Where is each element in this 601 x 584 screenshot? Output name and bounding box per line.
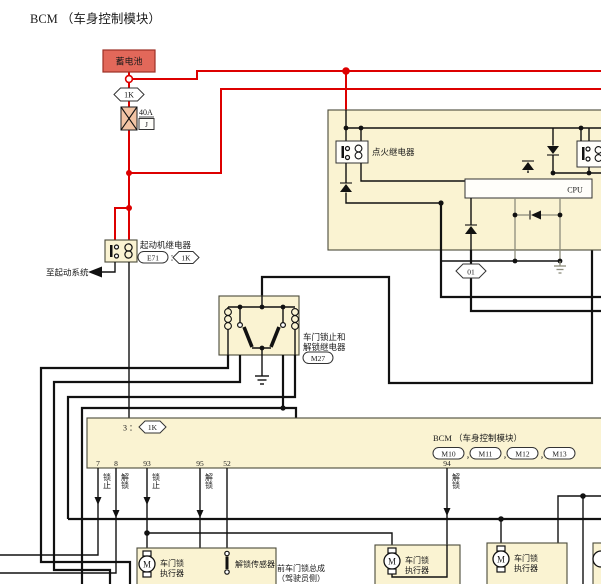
door-lock-relay-label1: 车门锁止和 (303, 332, 346, 342)
door-lock-actuator-4-clipped (592, 542, 601, 584)
bcm-pin-52: 52 (223, 459, 231, 468)
bcm-connector-m11: M11 (479, 450, 493, 459)
bcm-connector-m12: M12 (515, 450, 529, 459)
actuator-label-line1: 车门锁 (160, 558, 184, 568)
wire-label-pin95: 解锁 (205, 472, 214, 490)
motor-letter: M (143, 560, 151, 570)
bcm-pin-94: 94 (443, 459, 451, 468)
internal-box-outputs: 01 (439, 203, 601, 313)
m27-ground (255, 355, 269, 385)
wire-label-pin8: 解锁 (121, 472, 130, 490)
unlock-sensor-label: 解锁传感器 (235, 559, 275, 569)
actuator-label-line1: 车门锁 (514, 553, 538, 563)
bcm-box-title: BCM （车身控制模块） (433, 433, 522, 443)
to-starting-system-label: 至起动系统 (46, 268, 89, 278)
starter-relay-label: 起动机继电器 (140, 240, 192, 250)
door-lock-actuator-2: M 车门锁 执行器 (374, 544, 461, 584)
door-lock-actuator-3: M 车门锁 执行器 (486, 542, 568, 584)
battery: 蓄电池 (102, 49, 156, 73)
page-title: BCM （车身控制模块） (30, 11, 161, 26)
bcm-pin3-label: 3 ： (123, 424, 137, 433)
connector-1k-top-label: 1K (124, 91, 134, 100)
bcm-connector-m10: M10 (441, 450, 455, 459)
battery-power-wires (114, 67, 601, 240)
door-lock-relay-label2: 解锁继电器 (303, 342, 346, 352)
wire-label-pin93: 锁止 (152, 472, 161, 489)
motor-letter: M (497, 555, 505, 565)
front-door-lock-assembly-driver: M 车门锁 执行器 解锁传感器 (136, 547, 277, 584)
ignition-relay: 点火继电器 (335, 140, 415, 164)
to-starting-system-branch: 至起动系统 (46, 262, 116, 278)
right-relay-clipped (576, 125, 601, 176)
ignition-relay-label: 点火继电器 (372, 147, 415, 157)
battery-label: 蓄电池 (115, 56, 142, 67)
cpu-label: CPU (567, 186, 583, 195)
bcm-pin-95: 95 (196, 459, 204, 468)
assembly-label-line2: （驾驶员侧） (277, 573, 325, 583)
connector-1k-top: 1K (113, 87, 145, 102)
unlock-sensor: 解锁传感器 (224, 550, 275, 575)
starter-relay-connector: 1K (181, 254, 191, 263)
bcm-module-box: 3 ： 1K BCM （车身控制模块） M10 ， M11 ， M12 ， M1… (86, 417, 601, 469)
cpu: CPU (464, 178, 593, 199)
actuator-label-line2: 执行器 (514, 563, 538, 573)
motor-letter: M (388, 557, 396, 567)
wire-label-pin7: 锁止 (103, 472, 112, 489)
starter-relay: 起动机继电器 E71 ： 1K (104, 239, 200, 264)
assembly-label-line1: 前车门锁总成 (277, 563, 325, 573)
bcm-internal-circuit-box: 点火继电器 (327, 109, 601, 274)
bcm-connector-m13: M13 (552, 450, 566, 459)
battery-node-circle (124, 74, 134, 84)
starter-relay-code: E71 (147, 254, 159, 263)
door-lock-actuator-driver: M 车门锁 执行器 (138, 550, 184, 578)
wire-label-pin94: 解锁 (452, 472, 461, 490)
bcm-output-wires: 锁止 解锁 锁止 解锁 解锁 (0, 468, 601, 584)
fusible-link: 40A J (120, 106, 155, 131)
m27-coil-drive-loop (260, 250, 594, 385)
fuse-rating-label: 40A (139, 108, 153, 117)
actuator-label-line2: 执行器 (160, 568, 184, 578)
door-lock-relay: 车门锁止和 解锁继电器 M27 (218, 250, 594, 385)
actuator-label-line1: 车门锁 (405, 555, 429, 565)
door-lock-relay-code: M27 (311, 354, 325, 363)
actuator-label-line2: 执行器 (405, 565, 429, 575)
connector-01-label: 01 (467, 268, 475, 277)
bcm-pin-7: 7 (96, 459, 100, 468)
bcm-connector-1k-label: 1K (148, 423, 158, 432)
bcm-pin-93: 93 (143, 459, 151, 468)
cpu-lower-circuit (441, 198, 566, 274)
fuse-code-label: J (145, 120, 148, 129)
bcm-pin-8: 8 (114, 459, 118, 468)
